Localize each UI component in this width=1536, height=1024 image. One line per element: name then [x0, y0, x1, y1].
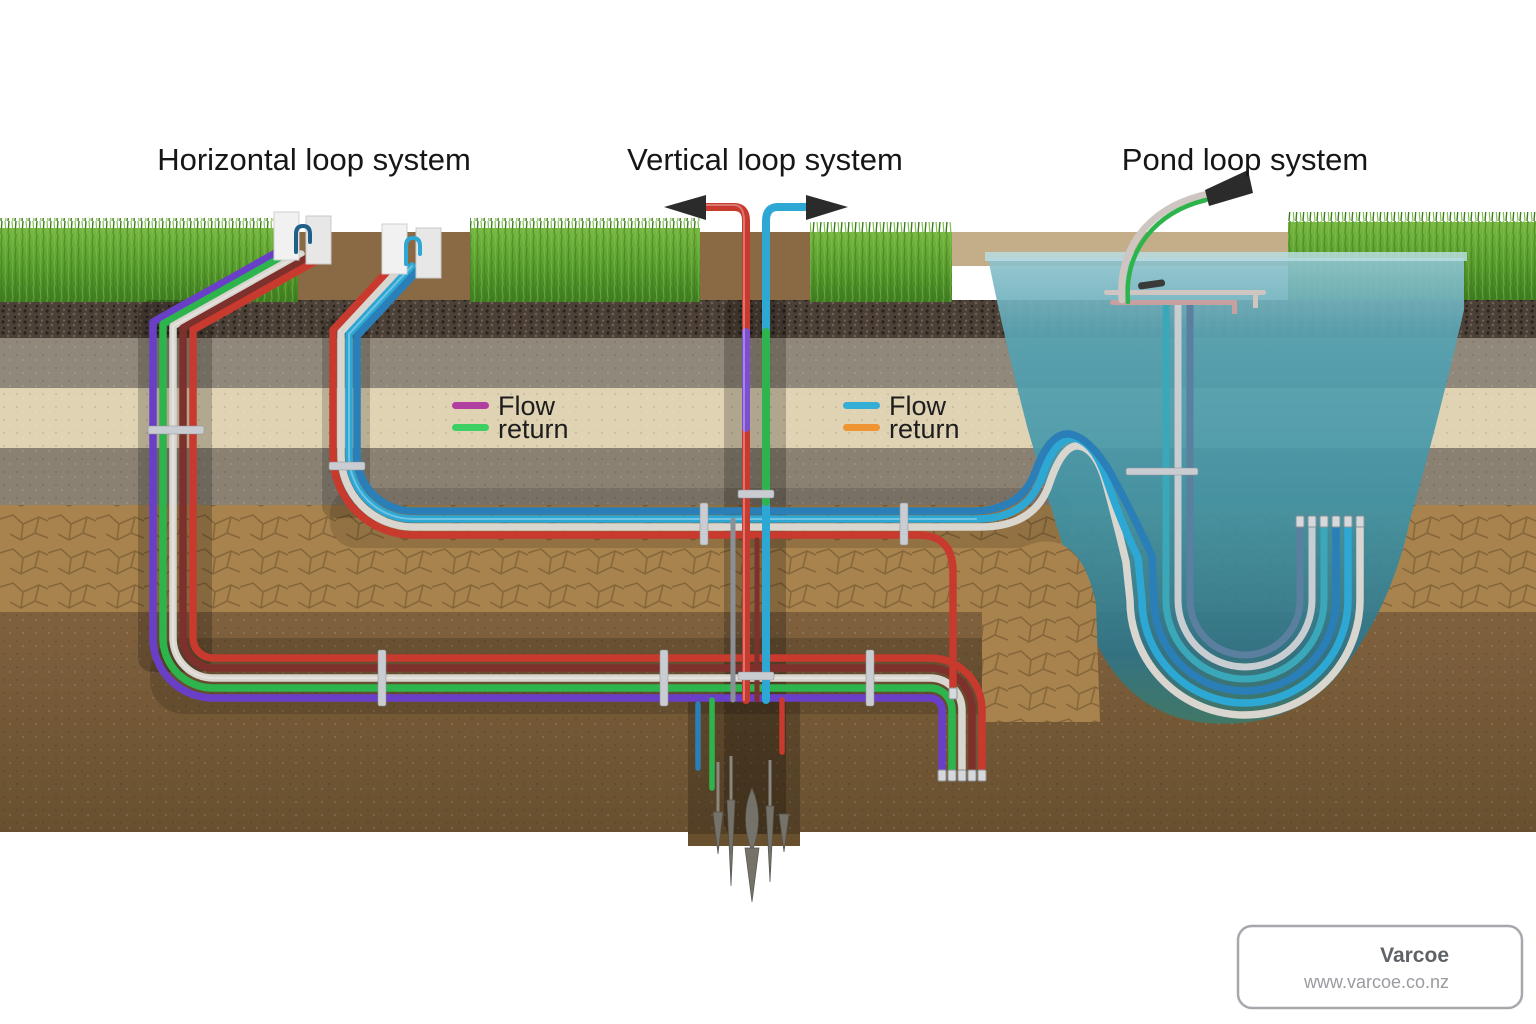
- legend-flow-swatch: [452, 402, 489, 409]
- title-horizontal-loop: Horizontal loop system: [157, 142, 471, 177]
- grass-patches: [0, 212, 1536, 302]
- pond-u-loop: [1162, 302, 1328, 683]
- legend-flow-label: Flow: [498, 391, 556, 421]
- flow-arrow-left-icon: [664, 195, 706, 220]
- branding-border: [1236, 924, 1524, 1010]
- pond-u-loop: [1174, 302, 1316, 671]
- panel-u-pipe: [404, 236, 422, 266]
- vertical-bore-stubs: [695, 697, 785, 791]
- trench-pipe-red: [329, 258, 957, 694]
- grass-patch-mid-left: [470, 218, 700, 302]
- panel-u-pipe: [294, 224, 312, 254]
- legend-flow-label: Flow: [889, 391, 947, 421]
- pond-flow-nozzle-icon: [1205, 170, 1253, 206]
- legend-flow-swatch: [843, 402, 880, 409]
- vertical-pipe-blue-flow: [762, 203, 812, 704]
- pipe-sheen: [703, 204, 745, 701]
- legend-vertical-loop: Flow return: [843, 391, 960, 444]
- valve-handle: [1138, 279, 1166, 290]
- pond-outlet-pipe-silver: [1118, 190, 1212, 304]
- branding-box: Varcoe www.varcoe.co.nz: [1236, 924, 1524, 1010]
- surface-trench-center: [700, 232, 810, 302]
- drill-bores: [712, 756, 790, 903]
- pond-outlet-pipe-green: [1125, 197, 1209, 305]
- horizontal-pipe-purple: [149, 246, 946, 776]
- pipe-sheen: [172, 253, 931, 679]
- legend-return-label: return: [889, 414, 960, 444]
- branding-company: Varcoe: [1380, 944, 1449, 967]
- horizontal-pipe-silver: [169, 250, 966, 776]
- legend-horizontal-loop: Flow return: [452, 391, 569, 444]
- bore-caps: [937, 687, 987, 782]
- pond-loop-caps: [1295, 515, 1365, 528]
- surface-connection-panels: [273, 211, 442, 279]
- pond-near-bank-texture: [982, 541, 1100, 722]
- pipe-couplings: [147, 425, 909, 707]
- title-pond-loop: Pond loop system: [1122, 142, 1368, 177]
- vertical-loop-system-pipes: [664, 195, 848, 903]
- grass-patch-mid-right: [810, 222, 952, 302]
- horizontal-pipe-red: [189, 254, 986, 776]
- legend-return-swatch: [843, 424, 880, 431]
- pond-feed-pipe-blue: [353, 264, 1340, 695]
- pipe-sheen: [348, 265, 977, 520]
- legend-return-swatch: [452, 424, 489, 431]
- branding-website: www.varcoe.co.nz: [1303, 972, 1449, 992]
- pond-loop-system-pipes: [337, 170, 1365, 719]
- horizontal-loop-system-pipes: [149, 246, 987, 782]
- waterline: [985, 252, 1467, 261]
- horizontal-pipe-maroon: [179, 252, 976, 776]
- flow-arrow-right-icon: [806, 195, 848, 220]
- surface-panel: [415, 227, 442, 279]
- pond-u-loop: [1186, 302, 1304, 659]
- vertical-pipe-red-flow: [700, 203, 750, 704]
- title-vertical-loop: Vertical loop system: [627, 142, 903, 177]
- surface-panel: [381, 223, 408, 275]
- pond-surface-manifold: [1104, 279, 1266, 314]
- legend-return-label: return: [498, 414, 569, 444]
- pipe-coupling: [1125, 467, 1199, 476]
- pond-feed-pipe-cyan: [345, 262, 1352, 707]
